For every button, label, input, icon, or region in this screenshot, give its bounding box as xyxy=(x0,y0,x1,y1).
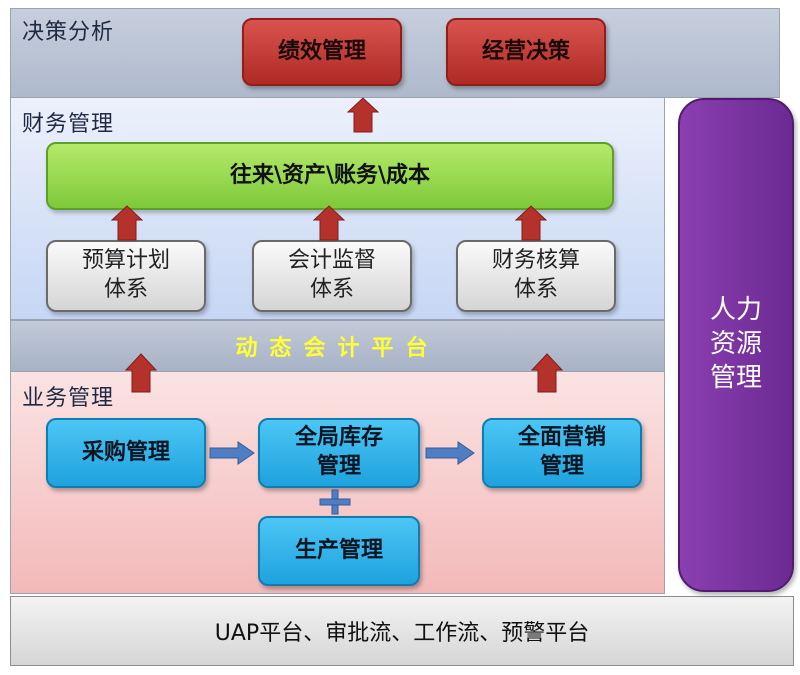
hr-management-box[interactable]: 人力 资源 管理 xyxy=(678,98,794,592)
budget-plan-line2: 体系 xyxy=(103,277,148,302)
uap-platform-label: UAP平台、审批流、工作流、预警平台 xyxy=(214,621,590,646)
performance-management-box[interactable]: 绩效管理 xyxy=(242,18,402,86)
marketing-line2: 管理 xyxy=(539,454,584,479)
arrow-up-business-right xyxy=(530,353,564,393)
budget-plan-line1: 预算计划 xyxy=(81,248,170,274)
hr-line3: 管理 xyxy=(709,362,762,393)
financial-accounting-system-box[interactable]: 财务核算体系 xyxy=(456,240,616,312)
supervision-line2: 体系 xyxy=(309,277,354,302)
operations-decision-box[interactable]: 经营决策 xyxy=(446,18,606,86)
accounting-supervision-system-box[interactable]: 会计监督体系 xyxy=(252,240,412,312)
supervision-line1: 会计监督 xyxy=(287,248,376,274)
connector-inventory-production-horizontal xyxy=(319,498,351,506)
marketing-management-box[interactable]: 全面营销管理 xyxy=(482,418,642,488)
arrow-up-supervision-to-core xyxy=(312,205,346,241)
inventory-management-box[interactable]: 全局库存管理 xyxy=(258,418,420,488)
inventory-line2: 管理 xyxy=(316,454,361,479)
accounting-line2: 体系 xyxy=(513,277,558,302)
hr-line1: 人力 xyxy=(709,295,762,326)
arrow-up-accounting-to-core xyxy=(514,205,548,241)
business-management-label: 业务管理 xyxy=(22,386,115,411)
finance-management-label: 财务管理 xyxy=(22,112,115,137)
inventory-line1: 全局库存 xyxy=(294,425,383,451)
production-management-box[interactable]: 生产管理 xyxy=(258,516,420,586)
accounting-line1: 财务核算 xyxy=(491,248,580,274)
arrow-up-business-left xyxy=(124,353,158,393)
decision-analysis-label: 决策分析 xyxy=(22,20,115,45)
marketing-line1: 全面营销 xyxy=(517,425,606,451)
uap-platform-band: UAP平台、审批流、工作流、预警平台 xyxy=(10,596,794,666)
hr-line2: 资源 xyxy=(709,329,762,360)
arrow-right-purchasing-to-inventory xyxy=(209,441,255,465)
budget-plan-system-box[interactable]: 预算计划体系 xyxy=(46,240,206,312)
dynamic-accounting-platform-label: 动态会计平台 xyxy=(235,336,440,361)
arrow-right-inventory-to-marketing xyxy=(425,441,475,465)
finance-core-box[interactable]: 往来\资产\账务\成本 xyxy=(46,142,614,210)
purchasing-management-box[interactable]: 采购管理 xyxy=(46,418,206,488)
arrow-up-to-performance xyxy=(346,97,380,133)
arrow-up-budget-to-core xyxy=(110,205,144,241)
